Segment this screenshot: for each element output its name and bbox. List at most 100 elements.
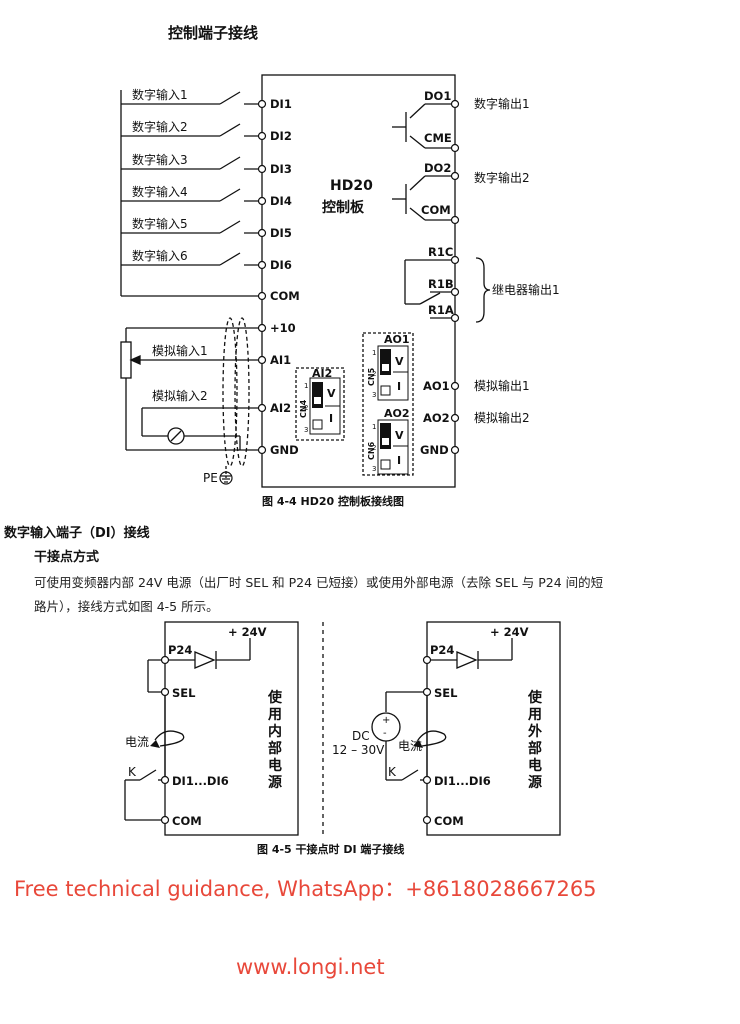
relay-contacts bbox=[404, 259, 455, 319]
current-loop-left bbox=[154, 730, 185, 747]
k-label-right: K bbox=[388, 765, 397, 779]
term-ai2: AI2 bbox=[270, 401, 291, 415]
ao-dip-switches bbox=[362, 332, 414, 476]
pe-ground-icon bbox=[219, 471, 233, 485]
term-di4: DI4 bbox=[270, 194, 292, 208]
page-title: 控制端子接线 bbox=[168, 24, 259, 42]
term-do2: DO2 bbox=[424, 161, 451, 175]
com-label-left: COM bbox=[172, 814, 202, 828]
analog-out-2-label: 模拟输出2 bbox=[474, 410, 530, 425]
term-r1b: R1B bbox=[428, 277, 454, 291]
left-terminals bbox=[257, 99, 267, 455]
diode-icon-right bbox=[456, 651, 478, 669]
term-ao1: AO1 bbox=[423, 379, 450, 393]
di-label-1: 数字输入1 bbox=[132, 87, 188, 102]
board-name: 控制板 bbox=[322, 199, 365, 216]
analog-input-1-label: 模拟输入1 bbox=[152, 343, 208, 358]
term-di2: DI2 bbox=[270, 129, 292, 143]
ai2-i-label: I bbox=[329, 412, 333, 425]
current-label-left: 电流 bbox=[125, 735, 149, 749]
analog-out-1-label: 模拟输出1 bbox=[474, 378, 530, 393]
di-range-label-left: DI1...DI6 bbox=[172, 774, 229, 788]
current-source-icon bbox=[167, 427, 185, 445]
section-heading: 数字输入端子（DI）接线 bbox=[4, 526, 150, 541]
pin-label: 2 bbox=[372, 370, 376, 378]
term-di1: DI1 bbox=[270, 97, 292, 111]
internal-supply-label: 使用内部电源 bbox=[268, 690, 282, 791]
dc-minus: - bbox=[383, 728, 387, 739]
do1-transistor bbox=[392, 103, 455, 149]
pin-label: 3 bbox=[372, 391, 376, 399]
di-range-label-right: DI1...DI6 bbox=[434, 774, 491, 788]
v24-label-left: + 24V bbox=[228, 625, 267, 639]
term-di3: DI3 bbox=[270, 162, 292, 176]
diode-icon-left bbox=[194, 651, 216, 669]
term-com-out: COM bbox=[421, 203, 451, 217]
figure-4-5-caption: 图 4-5 干接点时 DI 端子接线 bbox=[257, 842, 404, 856]
analog-input-2-label: 模拟输入2 bbox=[152, 388, 208, 403]
pin-label: 3 bbox=[304, 426, 308, 434]
term-r1c: R1C bbox=[428, 245, 453, 259]
ao2-switch-title: AO2 bbox=[384, 407, 410, 420]
relay-output-label: 继电器输出1 bbox=[492, 282, 560, 297]
current-loop-right bbox=[417, 730, 447, 747]
term-di6: DI6 bbox=[270, 258, 292, 272]
paragraph-line-2: 路片），接线方式如图 4-5 所示。 bbox=[34, 599, 219, 614]
di-label-4: 数字输入4 bbox=[132, 184, 188, 199]
dc-range-label: 12 – 30V bbox=[332, 743, 385, 757]
k-label-left: K bbox=[128, 765, 137, 779]
board-model: HD20 bbox=[330, 178, 373, 194]
cn6-label: CN6 bbox=[367, 441, 376, 460]
term-gnd: GND bbox=[270, 443, 299, 457]
current-arrow-right bbox=[413, 740, 423, 748]
shield-cable-2 bbox=[234, 317, 250, 467]
figure-4-4-caption: 图 4-4 HD20 控制板接线图 bbox=[262, 494, 404, 508]
term-do1: DO1 bbox=[424, 89, 451, 103]
ao1-i-label: I bbox=[397, 380, 401, 393]
cn4-label: CN4 bbox=[299, 399, 308, 418]
ao1-switch-title: AO1 bbox=[384, 333, 410, 346]
di-label-6: 数字输入6 bbox=[132, 248, 188, 263]
ao2-v-label: V bbox=[395, 429, 404, 442]
relay-brace bbox=[475, 257, 491, 323]
ao2-i-label: I bbox=[397, 454, 401, 467]
paragraph-line-1: 可使用变频器内部 24V 电源（出厂时 SEL 和 P24 已短接）或使用外部电… bbox=[34, 575, 604, 590]
dc-label: DC bbox=[352, 729, 370, 743]
term-ai1: AI1 bbox=[270, 353, 291, 367]
current-label-right: 电流 bbox=[398, 739, 422, 753]
ao1-v-label: V bbox=[395, 355, 404, 368]
term-di5: DI5 bbox=[270, 226, 292, 240]
do2-transistor bbox=[392, 175, 455, 221]
pin-label: 2 bbox=[304, 404, 308, 412]
pe-label: PE bbox=[203, 471, 218, 485]
cn5-label: CN5 bbox=[367, 367, 376, 386]
v24-label-right: + 24V bbox=[490, 625, 529, 639]
dc-plus: + bbox=[382, 715, 390, 726]
digital-out-1-label: 数字输出1 bbox=[474, 96, 530, 111]
subsection-heading: 干接点方式 bbox=[34, 550, 100, 565]
fig45-terminals bbox=[160, 655, 432, 825]
control-board-outline bbox=[261, 74, 456, 488]
ai2-v-label: V bbox=[327, 387, 336, 400]
shield-cable-1 bbox=[222, 317, 238, 467]
pin-label: 1 bbox=[372, 423, 376, 431]
pin-label: 3 bbox=[372, 465, 376, 473]
current-arrow-left bbox=[150, 740, 160, 748]
pin-label: 2 bbox=[372, 444, 376, 452]
term-plus10: +10 bbox=[270, 321, 296, 335]
di-label-2: 数字输入2 bbox=[132, 119, 188, 134]
digital-out-2-label: 数字输出2 bbox=[474, 170, 530, 185]
pin-label: 1 bbox=[372, 349, 376, 357]
com-label-right: COM bbox=[434, 814, 464, 828]
p24-label-right: P24 bbox=[430, 643, 454, 657]
term-r1a: R1A bbox=[428, 303, 454, 317]
term-com: COM bbox=[270, 289, 300, 303]
term-cme: CME bbox=[424, 131, 452, 145]
sel-label-left: SEL bbox=[172, 686, 196, 700]
ai2-switch-title: AI2 bbox=[312, 367, 332, 380]
whatsapp-ad-text: Free technical guidance, WhatsApp：+86180… bbox=[14, 877, 597, 901]
website-url[interactable]: www.longi.net bbox=[236, 955, 385, 979]
right-terminals bbox=[450, 99, 460, 455]
sel-label-right: SEL bbox=[434, 686, 458, 700]
